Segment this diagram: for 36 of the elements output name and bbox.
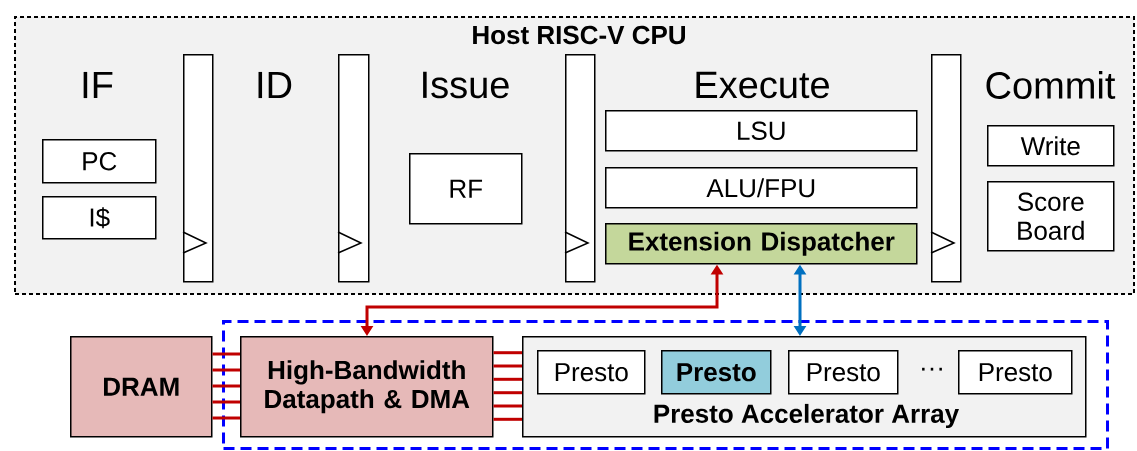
connector: [212, 368, 240, 372]
connector: [493, 391, 522, 395]
accelerator-box: Presto: [661, 350, 772, 395]
connector: [493, 351, 522, 355]
connector: [493, 377, 522, 381]
connector: [493, 364, 522, 368]
pipeline-register: [930, 54, 962, 283]
memory-box: High-Bandwidth Datapath & DMA: [240, 336, 494, 438]
unit-box: Presto: [788, 350, 899, 395]
connector: [212, 352, 240, 356]
unit-box: RF: [409, 153, 523, 225]
unit-box: I$: [42, 196, 157, 240]
connector: [493, 417, 522, 421]
pipeline-register: [182, 54, 214, 283]
dispatcher-box: Extension Dispatcher: [605, 223, 918, 265]
unit-box: Write: [987, 125, 1115, 167]
stage-label: Commit: [986, 71, 1116, 99]
unit-box: Presto: [537, 350, 646, 395]
unit-box: PC: [42, 139, 157, 184]
unit-box: LSU: [605, 110, 918, 152]
dashed-region: [222, 320, 1109, 450]
connector: [212, 400, 240, 404]
pipeline-register: [337, 54, 370, 283]
unit-box: ALU/FPU: [605, 167, 918, 209]
memory-box: DRAM: [70, 336, 213, 438]
pipeline-register: [564, 54, 596, 283]
stage-label: IF: [83, 71, 113, 99]
unit-box: Score Board: [987, 181, 1115, 252]
connector: [212, 384, 240, 388]
connector: [493, 404, 522, 408]
connector: [212, 416, 240, 420]
stage-label: Issue: [423, 71, 509, 99]
ellipsis: ···: [922, 367, 942, 371]
stage-label: ID: [258, 71, 292, 99]
unit-box: Presto: [958, 350, 1073, 395]
stage-label: Execute: [696, 71, 829, 99]
